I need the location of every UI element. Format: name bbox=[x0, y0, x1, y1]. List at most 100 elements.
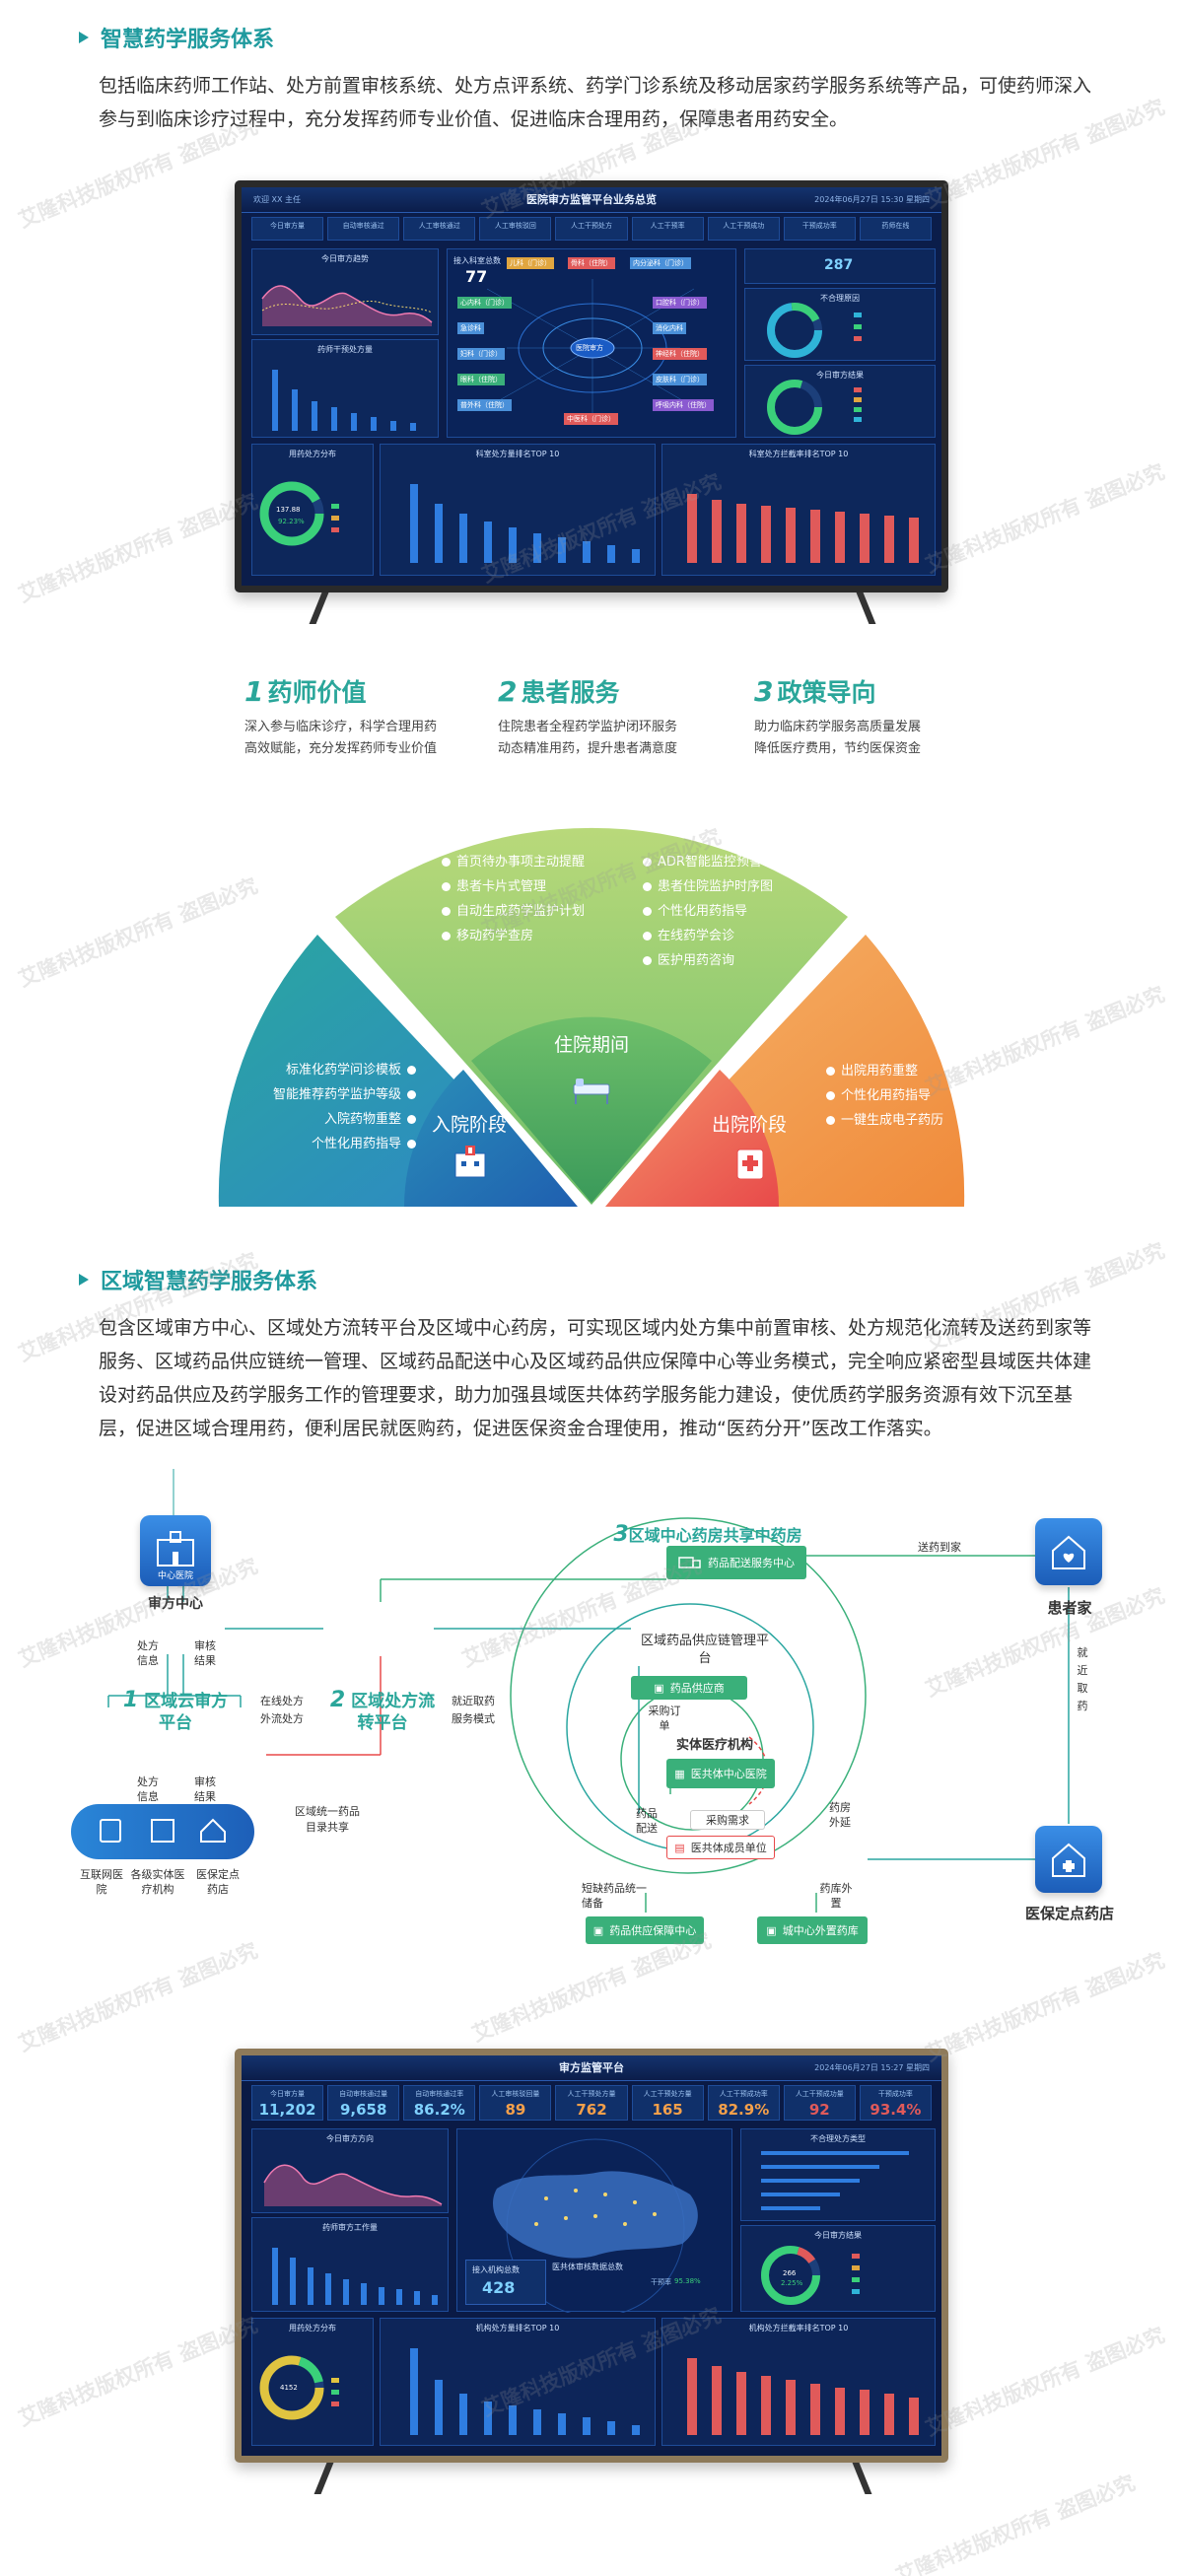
supplier-box[interactable]: ▣药品供应商 bbox=[631, 1676, 747, 1700]
demand-box[interactable]: 采购需求 bbox=[690, 1810, 765, 1830]
bullet-dot-icon bbox=[442, 932, 451, 940]
panel-org-rate-top10: 机构处方拦截率排名TOP 10 bbox=[661, 2318, 936, 2446]
center-value: 77 bbox=[465, 267, 488, 286]
panel-pharmacist-intervention: 药师干预处方量 bbox=[251, 339, 439, 438]
supply-center-box[interactable]: ▣药品供应保障中心 bbox=[586, 1916, 704, 1944]
dept-top10-bar-chart bbox=[410, 484, 640, 563]
bullet-dot-icon bbox=[442, 882, 451, 891]
dept-tag: 消化内科 bbox=[653, 322, 686, 334]
hospital-bed-icon bbox=[573, 1079, 610, 1104]
bullet-dot-icon bbox=[442, 907, 451, 916]
bullet-dot-icon bbox=[442, 858, 451, 867]
bullet-dot-icon bbox=[643, 882, 652, 891]
direction-area-chart bbox=[263, 2164, 443, 2206]
monitor-stand-right bbox=[823, 592, 876, 624]
patient-home-icon bbox=[1035, 1518, 1102, 1585]
dash-tab[interactable]: 人工审核通过 bbox=[403, 217, 476, 241]
insured-pharmacy-label: 医保定点药店 bbox=[1024, 1905, 1114, 1922]
bullet-dot-icon bbox=[643, 956, 652, 965]
terminal-icons-bar bbox=[71, 1804, 254, 1859]
dept-tag: 中医科（门诊） bbox=[564, 413, 618, 425]
panel-org-top10: 机构处方量排名TOP 10 bbox=[380, 2318, 656, 2446]
delivery-service-box[interactable]: 药品配送服务中心 bbox=[666, 1546, 806, 1579]
panel-unqualified-reason: 不合理原因 bbox=[744, 288, 936, 361]
bullet-dot-icon bbox=[407, 1140, 416, 1149]
hospital-icon: ▦ bbox=[674, 1767, 685, 1780]
dept-tag: 皮肤科（门诊） bbox=[653, 374, 707, 385]
fan-diagram bbox=[218, 827, 965, 1207]
terminal-medical-institution: 各级实体医疗机构 bbox=[130, 1868, 185, 1896]
bullet-dot-icon bbox=[826, 1116, 835, 1125]
bullet-dot-icon bbox=[826, 1091, 835, 1100]
node-regional-flow-platform: 2 区域处方流转平台 bbox=[329, 1688, 436, 1734]
medicine-kit-icon bbox=[736, 1149, 764, 1180]
panel-distribution: 用药处方分布 4152 bbox=[251, 2318, 374, 2446]
dash-tab[interactable]: 人工审核驳回 bbox=[479, 217, 552, 241]
dashboard-title: 审方监管平台 bbox=[559, 2061, 624, 2074]
reason-list-bars bbox=[761, 2151, 909, 2210]
org-rate-bar-chart bbox=[687, 2358, 919, 2435]
watermark-text: 艾隆科技版权所有 盗图必究 bbox=[15, 2313, 261, 2431]
warehouse-icon: ▣ bbox=[592, 1923, 604, 1937]
node-regional-audit-platform: 1 区域云审方平台 bbox=[122, 1688, 229, 1734]
triangle-bullet-icon bbox=[79, 1274, 89, 1286]
dash-tab[interactable]: 自动审核通过 bbox=[327, 217, 400, 241]
panel-map: 接入机构总数 428 医共体审核数据总数 干预率 95.38% bbox=[456, 2128, 732, 2313]
panel-audit-result: 今日审方结果 bbox=[744, 365, 936, 438]
panel-audit-result: 今日审方结果 266 2.25% bbox=[740, 2225, 936, 2312]
fan-left-list: 标准化药学问诊模板 智能推荐药学监护等级 入院药物重整 个性化用药指导 bbox=[258, 1058, 416, 1156]
workload-bar-chart bbox=[272, 2248, 438, 2305]
dept-tag: 妇科（门诊） bbox=[457, 348, 505, 360]
terminal-internet-hospital: 互联网医院 bbox=[80, 1868, 123, 1896]
access-count-card: 接入机构总数 428 bbox=[465, 2260, 546, 2305]
dept-tag: 急诊科 bbox=[457, 322, 484, 334]
dept-tag: 骨科（住院） bbox=[568, 257, 615, 269]
section-title-regional-pharmacy: 区域智慧药学服务体系 bbox=[79, 1264, 317, 1295]
box-icon: ▣ bbox=[654, 1681, 664, 1695]
panel-today-trend: 今日审方趋势 bbox=[251, 248, 439, 335]
panel-dept-rate-top10: 科室处方拦截率排名TOP 10 bbox=[661, 444, 936, 576]
dash-tab[interactable]: 人工干预处方 bbox=[555, 217, 628, 241]
terminal-insured-pharmacy: 医保定点药店 bbox=[196, 1868, 240, 1896]
hospital-building-icon bbox=[454, 1146, 486, 1178]
dash-tab[interactable]: 人工干预率 bbox=[631, 217, 704, 241]
dash-tab[interactable]: 今日审方量 bbox=[251, 217, 324, 241]
region-map bbox=[493, 2138, 698, 2313]
county-pharmacy-box[interactable]: ▣城中心外置药库 bbox=[757, 1916, 868, 1944]
member-unit-box[interactable]: ▤医共体成员单位 bbox=[666, 1836, 775, 1859]
fan-mid-left-list: 首页待办事项主动提醒 患者卡片式管理 自动生成药学监护计划 移动药学查房 bbox=[442, 850, 585, 948]
dash-tab[interactable]: 药师在线 bbox=[859, 217, 932, 241]
dept-rate-bar-chart bbox=[687, 494, 919, 563]
pharmacist-bar-chart bbox=[272, 370, 416, 431]
dash-tab[interactable]: 干预成功率 bbox=[783, 217, 856, 241]
dept-tag: 眼科（住院） bbox=[457, 374, 505, 385]
distribution-donut-chart bbox=[259, 2355, 339, 2420]
monitor-stand-left bbox=[309, 592, 362, 624]
monitor-stand-right bbox=[819, 2463, 872, 2494]
fan-label-inpatient: 住院期间 bbox=[554, 1034, 630, 1056]
bullet-dot-icon bbox=[643, 907, 652, 916]
watermark-text: 艾隆科技版权所有 盗图必究 bbox=[922, 2323, 1168, 2441]
monitor-stand-left bbox=[313, 2463, 367, 2494]
panel-gauge: 287 bbox=[744, 248, 936, 284]
dash-tab[interactable]: 人工干预成功 bbox=[707, 217, 780, 241]
dashboard-tabs: 今日审方量 自动审核通过 人工审核通过 人工审核驳回 人工干预处方 人工干预率 … bbox=[251, 217, 932, 241]
dashboard-header: 审方监管平台 2024年06月27日 15:27 星期四 bbox=[242, 2055, 941, 2081]
panel-today-direction: 今日审方方向 bbox=[251, 2128, 449, 2213]
watermark-text: 艾隆科技版权所有 盗图必究 bbox=[922, 459, 1168, 578]
section-paragraph-regional-pharmacy: 包含区域审方中心、区域处方流转平台及区域中心药房，可实现区域内处方集中前置审核、… bbox=[99, 1317, 1092, 1439]
hospital-center-box[interactable]: ▦医共体中心医院 bbox=[666, 1759, 775, 1788]
